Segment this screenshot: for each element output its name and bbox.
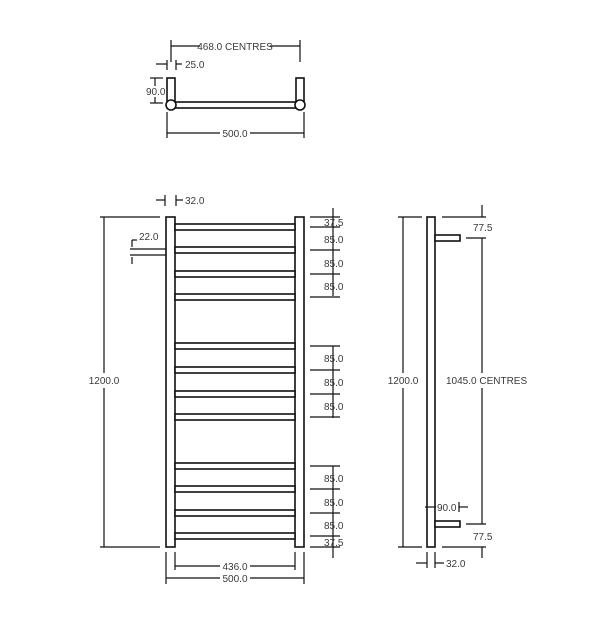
spacing-label: 85.0 bbox=[324, 282, 344, 293]
front-inner-width-label: 436.0 bbox=[222, 562, 247, 573]
front-view: 32.0 1200.0 22.0 bbox=[89, 195, 344, 585]
front-tube-width-label: 32.0 bbox=[185, 196, 205, 207]
rail-spacing-dimensions: 37.5 85.0 85.0 85.0 85.0 85.0 85.0 85.0 … bbox=[310, 208, 344, 558]
top-centres-label: 468.0 CENTRES bbox=[197, 42, 273, 53]
top-tube-width-label: 25.0 bbox=[185, 60, 205, 71]
top-width-label: 500.0 bbox=[222, 129, 247, 140]
side-centres-label: 1045.0 CENTRES bbox=[446, 376, 527, 387]
side-bracket-depth-label: 90.0 bbox=[437, 503, 457, 514]
front-overall-width-label: 500.0 bbox=[222, 574, 247, 585]
spacing-label: 85.0 bbox=[324, 498, 344, 509]
spacing-label: 85.0 bbox=[324, 235, 344, 246]
front-standoff-label: 22.0 bbox=[139, 232, 159, 243]
side-top-offset-label: 77.5 bbox=[473, 223, 493, 234]
spacing-label: 37.5 bbox=[324, 538, 344, 549]
side-bottom-offset-label: 77.5 bbox=[473, 532, 493, 543]
rails bbox=[174, 223, 296, 540]
spacing-label: 85.0 bbox=[324, 259, 344, 270]
side-tube-width-label: 32.0 bbox=[446, 559, 466, 570]
top-depth-label: 90.0 bbox=[146, 87, 166, 98]
side-height-label: 1200.0 bbox=[388, 376, 419, 387]
spacing-label: 85.0 bbox=[324, 474, 344, 485]
side-view: 1200.0 77.5 1045.0 CENTRES 77.5 90.0 32.… bbox=[388, 205, 527, 570]
spacing-label: 85.0 bbox=[324, 521, 344, 532]
spacing-label: 85.0 bbox=[324, 378, 344, 389]
spacing-label: 37.5 bbox=[324, 218, 344, 229]
top-view: 468.0 CENTRES 25.0 90.0 500.0 bbox=[146, 40, 306, 140]
spacing-label: 85.0 bbox=[324, 354, 344, 365]
spacing-label: 85.0 bbox=[324, 402, 344, 413]
front-height-label: 1200.0 bbox=[89, 376, 120, 387]
